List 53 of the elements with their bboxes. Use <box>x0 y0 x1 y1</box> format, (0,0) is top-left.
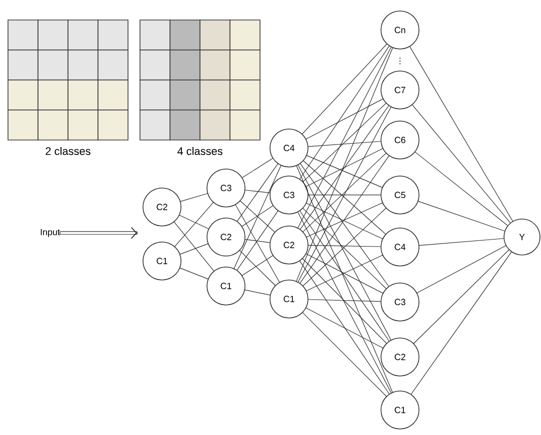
connection-line <box>416 245 506 294</box>
connection-line <box>235 204 280 282</box>
connection-line <box>298 164 392 340</box>
connection-line <box>308 194 381 196</box>
connection-line <box>240 250 276 286</box>
connection-line <box>414 250 510 344</box>
connection-line <box>414 152 508 226</box>
connection-line <box>180 193 208 202</box>
connection-line <box>242 158 273 178</box>
input-label: Input <box>40 228 60 237</box>
output-node: Y <box>504 218 540 256</box>
connection-line <box>410 46 513 222</box>
grid-caption: 4 classes <box>177 146 222 156</box>
connection-line <box>244 190 270 194</box>
connection-line <box>236 210 278 270</box>
double-arrow <box>59 227 138 239</box>
connection-line <box>418 201 505 232</box>
connection-line <box>308 141 381 147</box>
connection-line <box>300 210 390 342</box>
connection-line <box>302 103 386 182</box>
connection-line <box>234 165 282 269</box>
connection-line <box>236 164 278 222</box>
grid-caption: 2 classes <box>46 146 90 156</box>
connection-line <box>174 202 214 247</box>
connection-line <box>302 258 387 344</box>
connection-line <box>302 312 387 397</box>
connection-line <box>302 44 387 134</box>
connection-line <box>180 244 208 254</box>
connection-line <box>300 46 390 180</box>
connection-line <box>244 290 270 296</box>
connection-line <box>306 98 384 140</box>
connection-line <box>179 214 209 230</box>
connection-line <box>306 155 382 188</box>
connection-line <box>298 106 392 282</box>
connection-line <box>410 252 512 394</box>
connection-line <box>240 200 275 232</box>
connection-line <box>308 299 381 302</box>
connection-line <box>242 205 274 227</box>
connection-line <box>296 48 393 282</box>
connection-line <box>306 308 384 348</box>
connection-line <box>296 166 393 392</box>
connection-line <box>412 104 511 224</box>
connection-line <box>298 46 392 228</box>
connection-line <box>419 238 504 246</box>
connection-line <box>174 222 214 272</box>
connection-line <box>308 245 381 247</box>
connection-line <box>300 105 389 230</box>
connection-line <box>180 268 208 280</box>
connection-line <box>242 255 274 276</box>
connection-line <box>306 148 383 187</box>
connection-line <box>298 212 392 394</box>
connection-line <box>244 239 270 243</box>
connection-line <box>300 260 390 394</box>
